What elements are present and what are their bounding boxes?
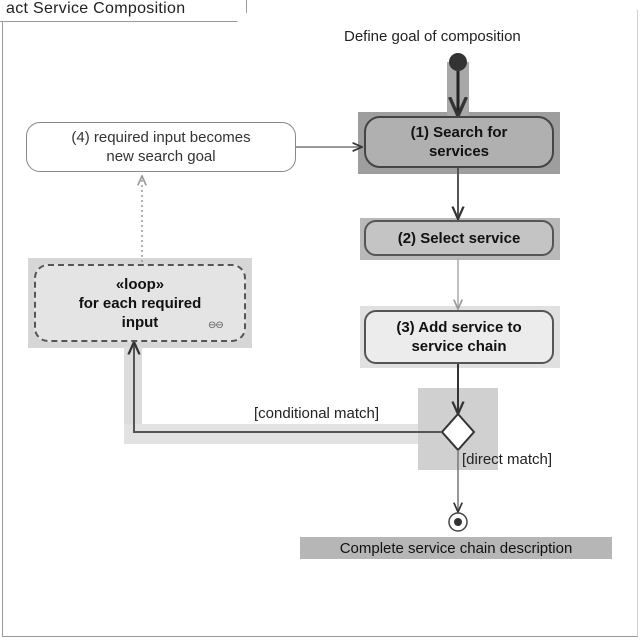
select-service-action[interactable]: (2) Select service bbox=[364, 220, 554, 256]
activity-frame bbox=[2, 10, 638, 637]
start-label: Define goal of composition bbox=[344, 28, 521, 45]
add-line-2: service chain bbox=[411, 338, 507, 355]
add-service-action[interactable]: (3) Add service to service chain bbox=[364, 310, 554, 364]
final-node-icon bbox=[454, 518, 462, 526]
frame-title: act Service Composition bbox=[6, 0, 186, 17]
search-services-action[interactable]: (1) Search for services bbox=[364, 116, 554, 168]
required-input-note[interactable]: (4) required input becomes new search go… bbox=[26, 122, 296, 172]
loop-glyph-icon: ⊖⊖ bbox=[208, 320, 224, 331]
edge-conditional-loop bbox=[134, 342, 442, 433]
loop-line-3: input bbox=[121, 313, 159, 331]
add-line-1: (3) Add service to bbox=[396, 319, 522, 336]
note-line-1: (4) required input becomes bbox=[71, 129, 251, 146]
loop-region[interactable]: «loop» for each required input bbox=[34, 264, 246, 342]
search-line-1: (1) Search for bbox=[410, 124, 508, 141]
conditional-match-label: [conditional match] bbox=[254, 405, 380, 422]
conditional-path-highlight-h bbox=[124, 424, 424, 444]
decision-diamond-icon bbox=[440, 412, 476, 452]
loop-stereotype: «loop» bbox=[115, 275, 165, 293]
search-line-2: services bbox=[428, 143, 490, 160]
complete-chain-label: Complete service chain description bbox=[300, 537, 612, 559]
direct-match-label: [direct match] bbox=[462, 451, 553, 468]
initial-node-icon bbox=[449, 53, 467, 71]
loop-line-2: for each required bbox=[78, 294, 202, 312]
frame-title-tab bbox=[0, 0, 247, 22]
select-label: (2) Select service bbox=[397, 229, 521, 247]
note-line-2: new search goal bbox=[106, 148, 216, 165]
